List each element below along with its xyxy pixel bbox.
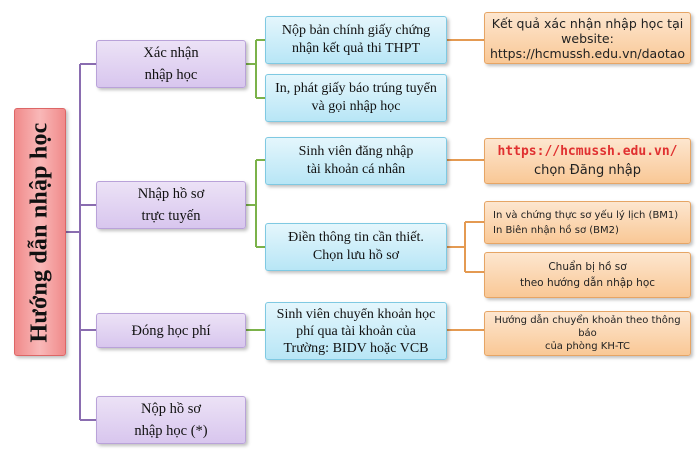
step-submit-documents: Nộp hồ sơ nhập học (*)	[96, 396, 246, 444]
connector-step1	[246, 39, 265, 99]
substep-submit-certificate: Nộp bản chính giấy chứng nhận kết quả th…	[265, 16, 447, 64]
step-label: Nộp hồ sơ nhập học (*)	[134, 401, 208, 439]
connector-root-steps	[66, 63, 96, 421]
detail-label: Kết quả xác nhận nhập học tại website: h…	[489, 15, 686, 61]
detail-label: Chuẩn bị hồ sơ theo hướng dẫn nhập học	[519, 261, 656, 289]
connector-sub4-details	[447, 221, 484, 273]
substep-bank-transfer: Sinh viên chuyển khoản học phí qua tài k…	[265, 302, 447, 360]
substep-login-account: Sinh viên đăng nhập tài khoản cá nhân	[265, 137, 447, 185]
step-label: Nhập hồ sơ trực tuyến	[137, 186, 205, 224]
step-label: Xác nhận nhập học	[143, 45, 199, 83]
portal-link[interactable]: https://hcmussh.edu.vn/	[497, 144, 678, 159]
step-pay-tuition: Đóng học phí	[96, 313, 246, 348]
step-online-profile: Nhập hồ sơ trực tuyến	[96, 181, 246, 229]
detail-label: chọn Đăng nhập	[533, 163, 642, 178]
substep-fill-information: Điền thông tin cần thiết. Chọn lưu hồ sơ	[265, 223, 447, 271]
connector-step2	[246, 159, 265, 248]
detail-print-forms: In và chứng thực sơ yếu lý lịch (BM1) In…	[484, 201, 691, 244]
substep-label: Sinh viên đăng nhập tài khoản cá nhân	[298, 144, 414, 177]
step-confirm-enrollment: Xác nhận nhập học	[96, 40, 246, 88]
detail-label: Hướng dẫn chuyển khoản theo thông báo củ…	[494, 315, 681, 352]
substep-label: Sinh viên chuyển khoản học phí qua tài k…	[276, 306, 436, 356]
detail-label: In và chứng thực sơ yếu lý lịch (BM1) In…	[493, 209, 679, 236]
detail-login-instructions: https://hcmussh.edu.vn/ chọn Đăng nhập	[484, 138, 691, 184]
root-title-box: Hướng dẫn nhập học	[14, 108, 66, 356]
detail-transfer-guide: Hướng dẫn chuyển khoản theo thông báo củ…	[484, 311, 691, 356]
step-label: Đóng học phí	[131, 322, 211, 339]
substep-label: Điền thông tin cần thiết. Chọn lưu hồ sơ	[288, 230, 424, 263]
substep-label: In, phát giấy báo trúng tuyển và gọi nhậ…	[275, 81, 437, 114]
substep-label: Nộp bản chính giấy chứng nhận kết quả th…	[281, 23, 431, 56]
substep-print-admission-letter: In, phát giấy báo trúng tuyển và gọi nhậ…	[265, 74, 447, 122]
detail-prepare-documents: Chuẩn bị hồ sơ theo hướng dẫn nhập học	[484, 252, 691, 298]
root-title: Hướng dẫn nhập học	[26, 121, 53, 343]
detail-confirmation-result: Kết quả xác nhận nhập học tại website: h…	[484, 12, 691, 64]
